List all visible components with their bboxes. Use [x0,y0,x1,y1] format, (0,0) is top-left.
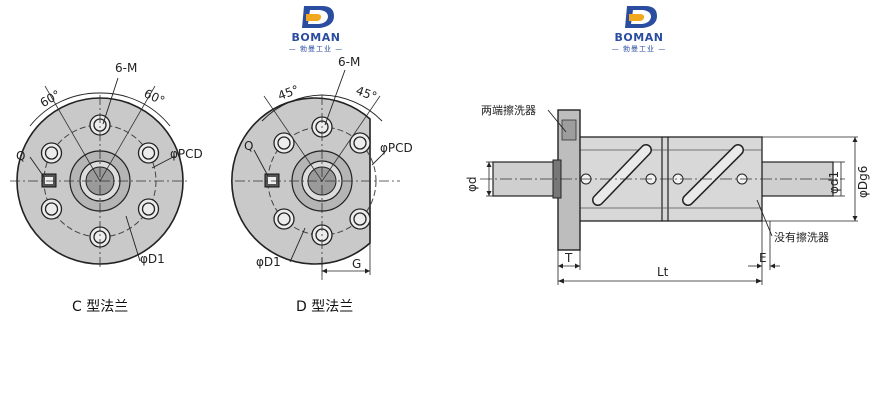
c-bolt-hole [40,142,63,164]
d-label-pcd: φPCD [380,141,413,155]
label-lt: Lt [657,265,669,279]
logo-brand-name: BOMAN [291,31,341,44]
boman-logo-mark [625,6,657,28]
d-flange-view: 6-M 45° 45° Q φPCD φD1 G [231,55,413,280]
d-label-d1: φD1 [256,255,281,269]
d-label-q: Q [244,139,253,153]
d-label-angle-right: 45° [354,83,379,103]
c-bolt-hole [137,198,160,220]
c-bolt-holes [40,114,160,248]
label-e: E [759,251,767,265]
return-tube [593,145,651,205]
c-label-holes: 6-M [115,61,137,75]
d-bolt-holes [273,116,371,246]
d-bolt-hole [273,208,295,230]
d-bolt-hole [349,208,371,230]
c-label-d1: φD1 [140,252,165,266]
boman-logo: BOMAN — 勃曼工业 — [276,4,356,53]
caption-d-flange: D 型法兰 [296,299,354,315]
c-bolt-hole [40,198,63,220]
side-view: 两端擦洗器 没有擦洗器 φd φd1 φDg6 T Lt E [465,103,870,285]
boman-logo-mark [302,6,334,28]
logo-brand-name: BOMAN [614,31,664,44]
d-label-g: G [352,257,361,271]
label-no-wiper: 没有擦洗器 [774,230,829,244]
logo-subtitle: — 勃曼工业 — [611,45,667,53]
c-label-pcd: φPCD [170,147,203,161]
c-label-angle-left: 60° [38,87,63,110]
label-phi-d: φd [465,176,479,192]
c-label-q: Q [16,149,25,163]
label-phi-d1: φd1 [827,171,841,194]
label-wiper-both: 两端擦洗器 [481,103,536,117]
logo-subtitle: — 勃曼工业 — [288,45,344,53]
caption-c-flange: C 型法兰 [72,299,129,315]
boman-logo: BOMAN — 勃曼工业 — [599,4,679,53]
label-t: T [564,251,573,265]
d-bolt-hole [349,132,371,154]
d-bolt-hole [273,132,295,154]
c-bolt-hole [137,142,160,164]
label-phi-dg6: φDg6 [856,166,870,198]
return-tube [683,145,743,205]
d-label-holes: 6-M [338,55,360,69]
c-flange-view: 6-M 60° 60° Q φPCD φD1 [10,61,203,270]
d-label-angle-left: 45° [276,83,301,103]
